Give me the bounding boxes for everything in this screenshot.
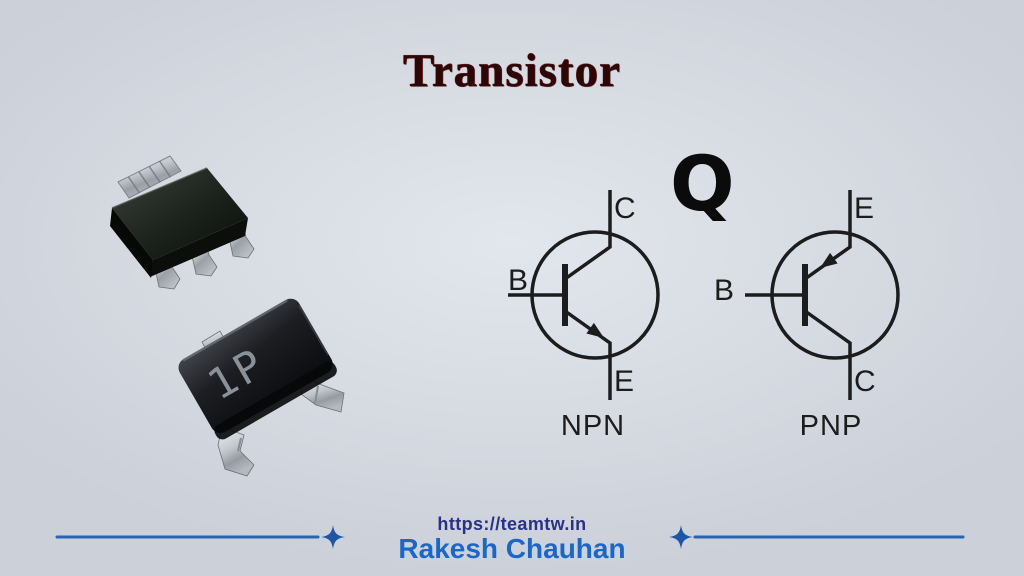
npn-collector-lead: [563, 190, 612, 281]
npn-symbol: C B E NPN: [508, 190, 660, 442]
npn-emitter-lead: [563, 309, 612, 400]
sot223-package-photo: [110, 155, 255, 290]
site-url: https://teamtw.in: [437, 514, 587, 534]
page-title: Transistor: [402, 45, 621, 97]
heatsink-tab: [117, 155, 182, 199]
npn-base-label: B: [508, 264, 528, 297]
sot23-package-photo: 1P: [178, 298, 345, 477]
q-designator: Q: [670, 139, 735, 228]
footer-dividers: [55, 525, 965, 549]
npn-emitter-label: E: [614, 365, 634, 398]
pnp-collector-lead: [803, 309, 852, 400]
npn-emitter-arrow-icon: [586, 322, 604, 338]
pnp-emitter-arrow-icon: [820, 252, 838, 268]
pnp-name-label: PNP: [800, 410, 863, 442]
sparkle-icon: [669, 525, 693, 549]
pnp-emitter-label: E: [854, 192, 874, 225]
pnp-symbol: E B C PNP: [714, 190, 900, 442]
pnp-collector-label: C: [854, 365, 876, 398]
pnp-emitter-lead: [803, 190, 852, 281]
npn-name-label: NPN: [561, 410, 625, 442]
npn-collector-label: C: [614, 192, 636, 225]
author-name: Rakesh Chauhan: [398, 533, 626, 564]
pnp-base-label: B: [714, 274, 734, 307]
package-body: [110, 167, 248, 278]
sparkle-icon: [321, 525, 345, 549]
package-body: 1P: [178, 298, 337, 440]
